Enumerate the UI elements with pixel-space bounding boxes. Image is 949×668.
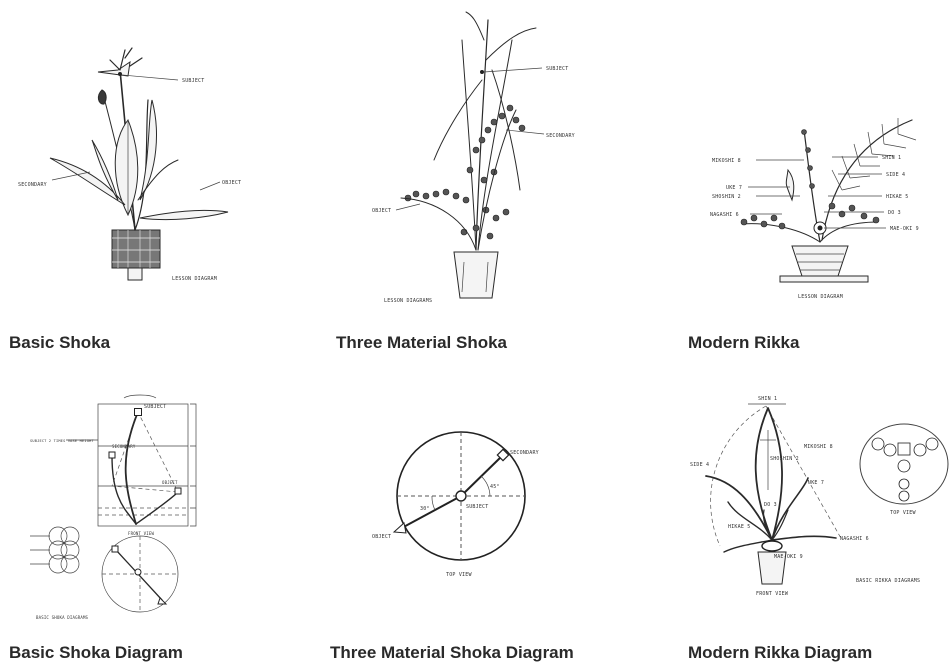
label-nagashi: NAGASHI 6: [840, 536, 869, 542]
label-mae-oki: MAE-OKI 9: [890, 226, 919, 232]
label-shoshin: SHOSHIN 2: [770, 456, 799, 462]
label-hikae: HIKAE 5: [728, 524, 750, 530]
label-footer: BASIC RIKKA DIAGRAMS: [856, 578, 920, 584]
label-lesson-diagrams: LESSON DIAGRAMS: [384, 298, 432, 304]
label-shin: SHIN 1: [758, 396, 777, 402]
caption-three-material-shoka-diagram: Three Material Shoka Diagram: [330, 643, 574, 663]
label-object: OBJECT: [372, 534, 391, 540]
panel-basic-shoka: SUBJECT SECONDARY OBJECT LESSON DIAGRAM …: [0, 0, 316, 330]
modern-rikka-diagram-illustration: SHIN 1 MIKOSHI 8 SHOSHIN 2 SIDE 4 UKE 7 …: [632, 390, 949, 630]
label-secondary: SECONDARY: [546, 133, 575, 139]
label-front-view: FRONT VIEW: [756, 591, 789, 597]
label-lesson-diagram: LESSON DIAGRAM: [172, 276, 217, 282]
label-shin: SHIN 1: [882, 155, 901, 161]
three-material-shoka-illustration: SUBJECT SECONDARY OBJECT LESSON DIAGRAMS: [316, 0, 632, 330]
caption-three-material-shoka: Three Material Shoka: [336, 333, 507, 353]
label-top-view: TOP VIEW: [890, 510, 916, 516]
caption-modern-rikka: Modern Rikka: [688, 333, 799, 353]
label-angle-45: 45°: [490, 484, 500, 490]
label-footer: BASIC SHOKA DIAGRAMS: [36, 615, 89, 620]
label-mae-oki: MAE-OKI 9: [774, 554, 803, 560]
panel-modern-rikka: MIKOSHI 8 UKE 7 SHOSHIN 2 NAGASHI 6 SHIN…: [632, 0, 949, 330]
label-shoshin: SHOSHIN 2: [712, 194, 741, 200]
panel-modern-rikka-diagram: SHIN 1 MIKOSHI 8 SHOSHIN 2 SIDE 4 UKE 7 …: [632, 390, 949, 668]
label-top-view: TOP VIEW: [446, 572, 472, 578]
three-material-shoka-diagram-illustration: SECONDARY SUBJECT OBJECT 45° 30° TOP VIE…: [316, 390, 632, 630]
label-subject: SUBJECT: [466, 504, 488, 510]
panel-three-material-shoka: SUBJECT SECONDARY OBJECT LESSON DIAGRAMS…: [316, 0, 632, 330]
label-mikoshi: MIKOSHI 8: [712, 158, 741, 164]
label-object: OBJECT: [162, 480, 178, 485]
label-secondary: SECONDARY: [18, 182, 47, 188]
label-side-note: SUBJECT 2 TIMES VASE HEIGHT: [30, 439, 94, 443]
label-front-view: FRONT VIEW: [128, 531, 154, 536]
label-object: OBJECT: [222, 180, 241, 186]
label-nagashi: NAGASHI 6: [710, 212, 739, 218]
label-lesson-diagram: LESSON DIAGRAM: [798, 294, 843, 300]
label-secondary: SECONDARY: [510, 450, 539, 456]
basic-shoka-illustration: SUBJECT SECONDARY OBJECT LESSON DIAGRAM: [0, 0, 316, 330]
caption-basic-shoka: Basic Shoka: [9, 333, 110, 353]
label-do: DO 3: [764, 502, 777, 508]
label-uke: UKE 7: [726, 185, 742, 191]
panel-basic-shoka-diagram: SUBJECT 2 TIMES VASE HEIGHT SUBJECT SECO…: [0, 390, 316, 668]
label-do: DO 3: [888, 210, 901, 216]
label-mikoshi: MIKOSHI 8: [804, 444, 833, 450]
label-uke: UKE 7: [808, 480, 824, 486]
label-subject: SUBJECT: [546, 66, 568, 72]
caption-basic-shoka-diagram: Basic Shoka Diagram: [9, 643, 183, 663]
label-secondary: SECONDARY: [112, 444, 136, 449]
label-side: SIDE 4: [690, 462, 709, 468]
label-object: OBJECT: [372, 208, 391, 214]
label-hikae: HIKAE 5: [886, 194, 908, 200]
label-angle-30: 30°: [420, 506, 430, 512]
label-subject: SUBJECT: [182, 78, 204, 84]
label-subject: SUBJECT: [144, 404, 166, 410]
modern-rikka-illustration: MIKOSHI 8 UKE 7 SHOSHIN 2 NAGASHI 6 SHIN…: [632, 0, 949, 330]
caption-modern-rikka-diagram: Modern Rikka Diagram: [688, 643, 872, 663]
label-side: SIDE 4: [886, 172, 905, 178]
basic-shoka-diagram-illustration: SUBJECT 2 TIMES VASE HEIGHT SUBJECT SECO…: [0, 390, 316, 630]
panel-three-material-shoka-diagram: SECONDARY SUBJECT OBJECT 45° 30° TOP VIE…: [316, 390, 632, 668]
